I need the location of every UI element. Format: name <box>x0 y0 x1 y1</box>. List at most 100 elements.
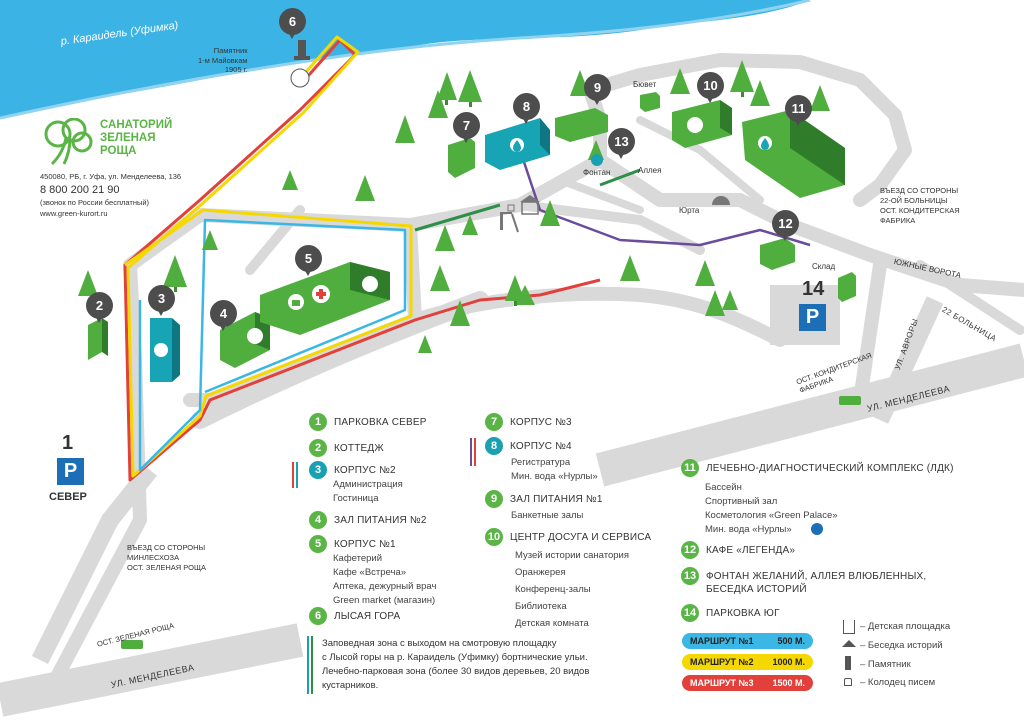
alley-label: Аллея <box>638 166 662 175</box>
legend-sub-8-1: Регистратура <box>511 457 571 468</box>
river-edge <box>0 0 811 120</box>
dining-icon <box>247 328 263 344</box>
legend-sub-11-4: Мин. вода «Нурлы» <box>705 524 792 535</box>
zone-marker-a <box>307 636 309 694</box>
footprints-icon <box>290 68 310 88</box>
legend-title-11: ЛЕЧЕБНО-ДИАГНОСТИЧЕСКИЙ КОМПЛЕКС (ЛДК) <box>706 462 954 474</box>
map-pin-8[interactable]: 8 <box>513 93 540 124</box>
legend-sub-11-1: Бассейн <box>705 482 742 493</box>
parking-south-number: 14 <box>802 278 825 300</box>
route-marker-3b <box>296 462 298 488</box>
legend-title-9: ЗАЛ ПИТАНИЯ №1 <box>510 493 603 505</box>
cup-icon <box>362 276 378 292</box>
monument-icon <box>845 656 851 670</box>
legend-num-6: 6 <box>309 607 327 625</box>
gazebo-map-icon <box>520 195 540 215</box>
playground-icon <box>843 620 855 634</box>
bed-icon <box>154 343 168 357</box>
entry-west-line2: МИНЛЕСХОЗА <box>127 553 180 562</box>
building-icons <box>121 40 861 649</box>
legend-title-8: КОРПУС №4 <box>510 440 572 452</box>
west-road <box>31 464 158 665</box>
legend-title-10: ЦЕНТР ДОСУГА И СЕРВИСА <box>510 531 652 543</box>
legend-title-2: КОТТЕДЖ <box>334 442 384 454</box>
buvet-label: Бювет <box>633 80 657 89</box>
map-pin-2[interactable]: 2 <box>86 292 113 323</box>
legend-title-5: КОРПУС №1 <box>334 538 396 550</box>
map-pin-12[interactable]: 12 <box>772 210 799 241</box>
route-2-badge[interactable]: МАРШРУТ №2 1000 М. <box>682 654 813 670</box>
legend-item-5[interactable]: 5 КОРПУС №1 <box>309 535 396 553</box>
legend-item-8[interactable]: 8 КОРПУС №4 <box>485 437 572 455</box>
legend-sub-5-1: Кафетерий <box>333 553 383 564</box>
monument-label-line3: 1905 г. <box>224 65 248 74</box>
entry-east-line2: 22-ОЙ БОЛЬНИЦЫ <box>880 196 948 205</box>
legend-title-1: ПАРКОВКА СЕВЕР <box>334 416 427 428</box>
route-2-dist: 1000 М. <box>772 657 805 667</box>
legend-item-2[interactable]: 2 КОТТЕДЖ <box>309 439 384 457</box>
legend-num-11: 11 <box>681 459 699 477</box>
legend-sub-10-1: Музей истории санатория <box>515 550 629 561</box>
legend-item-9[interactable]: 9 ЗАЛ ПИТАНИЯ №1 <box>485 490 603 508</box>
parking-south-sign[interactable]: P <box>799 304 826 331</box>
legend-sub-10-4: Библиотека <box>515 601 567 612</box>
route-2-name: МАРШРУТ №2 <box>690 657 754 667</box>
brand-phone-note: (звонок по России бесплатный) <box>40 198 150 207</box>
legend-num-3: 3 <box>309 461 327 479</box>
routes <box>123 35 811 482</box>
zone-note: Заповедная зона с выходом на смотровую п… <box>322 637 589 693</box>
yurt-icon <box>712 196 730 205</box>
brand-phone[interactable]: 8 800 200 21 90 <box>40 184 120 196</box>
legend-num-5: 5 <box>309 535 327 553</box>
river <box>0 0 810 118</box>
legend-num-4: 4 <box>309 511 327 529</box>
street-avrory <box>871 296 944 424</box>
map-pin-5[interactable]: 5 <box>295 245 322 276</box>
legend-sub-10-5: Детская комната <box>515 618 589 629</box>
legend-num-8: 8 <box>485 437 503 455</box>
mailbox-icon <box>844 678 852 686</box>
legend-num-2: 2 <box>309 439 327 457</box>
map-pin-9[interactable]: 9 <box>584 74 611 105</box>
map-pin-13[interactable]: 13 <box>608 128 635 159</box>
map-pin-10[interactable]: 10 <box>697 72 724 103</box>
brand-website[interactable]: www.green-kurort.ru <box>40 209 108 218</box>
parking-north-sign[interactable]: P <box>57 458 84 485</box>
monument-label: Памятник 1-м Майовкам 1905 г. <box>198 46 248 75</box>
map-pin-3[interactable]: 3 <box>148 285 175 316</box>
monument-label-line1: Памятник <box>213 46 248 55</box>
legend-num-9: 9 <box>485 490 503 508</box>
map-pin-7[interactable]: 7 <box>453 112 480 143</box>
bus-stop-icon-east <box>839 396 861 405</box>
legend-title-13-line2: БЕСЕДКА ИСТОРИЙ <box>706 584 807 595</box>
map-pin-11[interactable]: 11 <box>785 95 812 126</box>
zone-note-line2: с Лысой горы на р. Караидель (Уфимку) бо… <box>322 652 588 663</box>
zone-marker-b <box>311 636 313 694</box>
gazebo-icon <box>842 640 856 647</box>
map-pin-4[interactable]: 4 <box>210 300 237 331</box>
legend-num-13: 13 <box>681 567 699 585</box>
legend-item-11[interactable]: 11 ЛЕЧЕБНО-ДИАГНОСТИЧЕСКИЙ КОМПЛЕКС (ЛДК) <box>681 459 954 477</box>
street-mendeleeva-bottom <box>0 623 304 717</box>
icon-legend-playground: – Детская площадка <box>860 621 951 632</box>
legend-num-14: 14 <box>681 604 699 622</box>
legend-sub-3-1: Администрация <box>333 479 403 490</box>
brand-name-line1: САНАТОРИЙ <box>100 119 173 131</box>
water-drop-icon-legend <box>811 523 823 535</box>
playground-map-icon <box>500 212 519 233</box>
legend-sub-11-2: Спортивный зал <box>705 496 778 507</box>
entry-west-line1: ВЪЕЗД СО СТОРОНЫ <box>127 543 206 552</box>
map-pin-6[interactable]: 6 <box>279 8 306 39</box>
